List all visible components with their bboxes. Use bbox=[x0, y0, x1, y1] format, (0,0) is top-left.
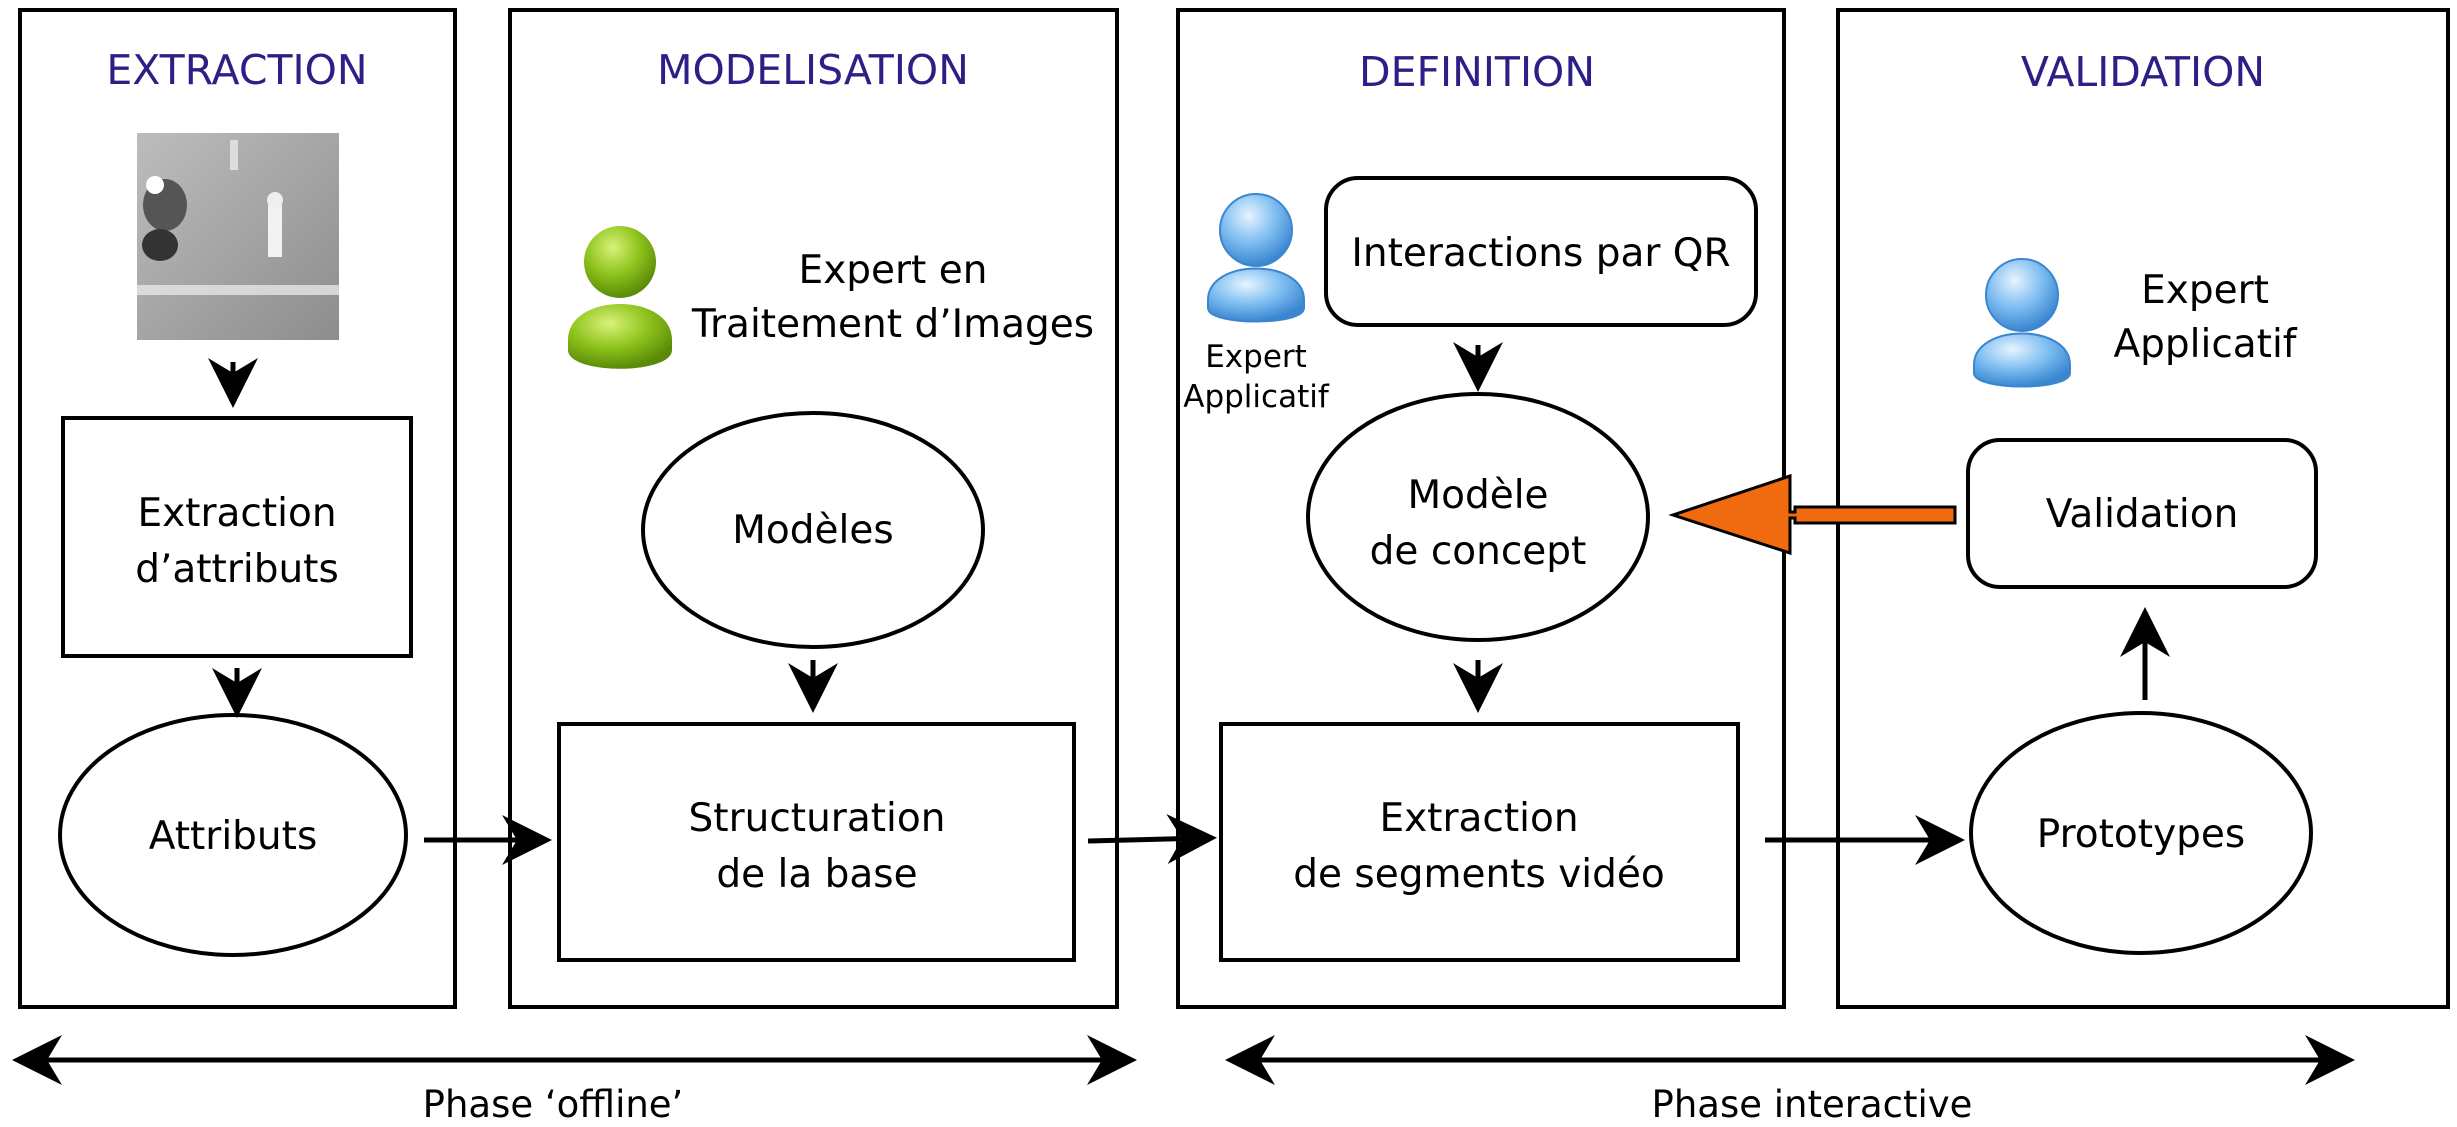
validation-expert-line2: Applicatif bbox=[2113, 322, 2297, 367]
arrow-structuration-to-segments bbox=[1087, 814, 1217, 865]
video-frame-thumbnail bbox=[137, 133, 339, 340]
expert-image-processing-line1: Expert en bbox=[799, 248, 988, 293]
validation-label: Validation bbox=[2046, 492, 2239, 537]
phase-interactive-label: Phase interactive bbox=[1652, 1083, 1973, 1126]
panel-modelisation bbox=[508, 8, 1119, 1009]
modele-concept-line1: Modèle bbox=[1407, 473, 1548, 518]
panel-title-extraction: EXTRACTION bbox=[106, 46, 367, 94]
expert-blue-icon bbox=[1973, 258, 2071, 388]
extraction-attributes-line1: Extraction bbox=[137, 491, 336, 536]
prototypes-label: Prototypes bbox=[2037, 812, 2245, 857]
validation-box bbox=[1966, 438, 2318, 589]
segments-video-box bbox=[1219, 722, 1740, 962]
panel-title-definition: DEFINITION bbox=[1359, 48, 1595, 96]
modele-concept-ellipse bbox=[1306, 392, 1650, 642]
interactions-qr-box bbox=[1324, 176, 1758, 327]
phase-offline-label: Phase ‘offline’ bbox=[423, 1083, 684, 1126]
structuration-box bbox=[557, 722, 1076, 962]
modeles-label: Modèles bbox=[732, 508, 893, 553]
validation-expert-line1: Expert bbox=[2141, 268, 2269, 313]
expert-blue-icon bbox=[1207, 193, 1305, 323]
structuration-line2: de la base bbox=[716, 852, 917, 897]
panel-extraction bbox=[18, 8, 457, 1009]
segments-video-line2: de segments vidéo bbox=[1293, 852, 1664, 897]
structuration-line1: Structuration bbox=[689, 796, 946, 841]
prototypes-ellipse bbox=[1969, 711, 2313, 955]
modele-concept-line2: de concept bbox=[1370, 529, 1587, 574]
modeles-ellipse bbox=[641, 411, 985, 649]
panel-title-modelisation: MODELISATION bbox=[657, 46, 969, 94]
panel-title-validation: VALIDATION bbox=[2021, 48, 2265, 96]
expert-image-processing-line2: Traitement d’Images bbox=[691, 302, 1094, 347]
segments-video-line1: Extraction bbox=[1379, 796, 1578, 841]
attributs-ellipse bbox=[58, 713, 408, 957]
definition-expert-line2: Applicatif bbox=[1183, 379, 1330, 415]
extraction-attributes-box bbox=[61, 416, 413, 658]
feedback-arrow bbox=[1668, 473, 1957, 556]
extraction-attributes-line2: d’attributs bbox=[135, 547, 339, 592]
interactions-qr-label: Interactions par QR bbox=[1351, 231, 1730, 276]
expert-green-icon bbox=[568, 226, 672, 369]
attributs-label: Attributs bbox=[149, 814, 318, 859]
definition-expert-line1: Expert bbox=[1205, 339, 1307, 375]
